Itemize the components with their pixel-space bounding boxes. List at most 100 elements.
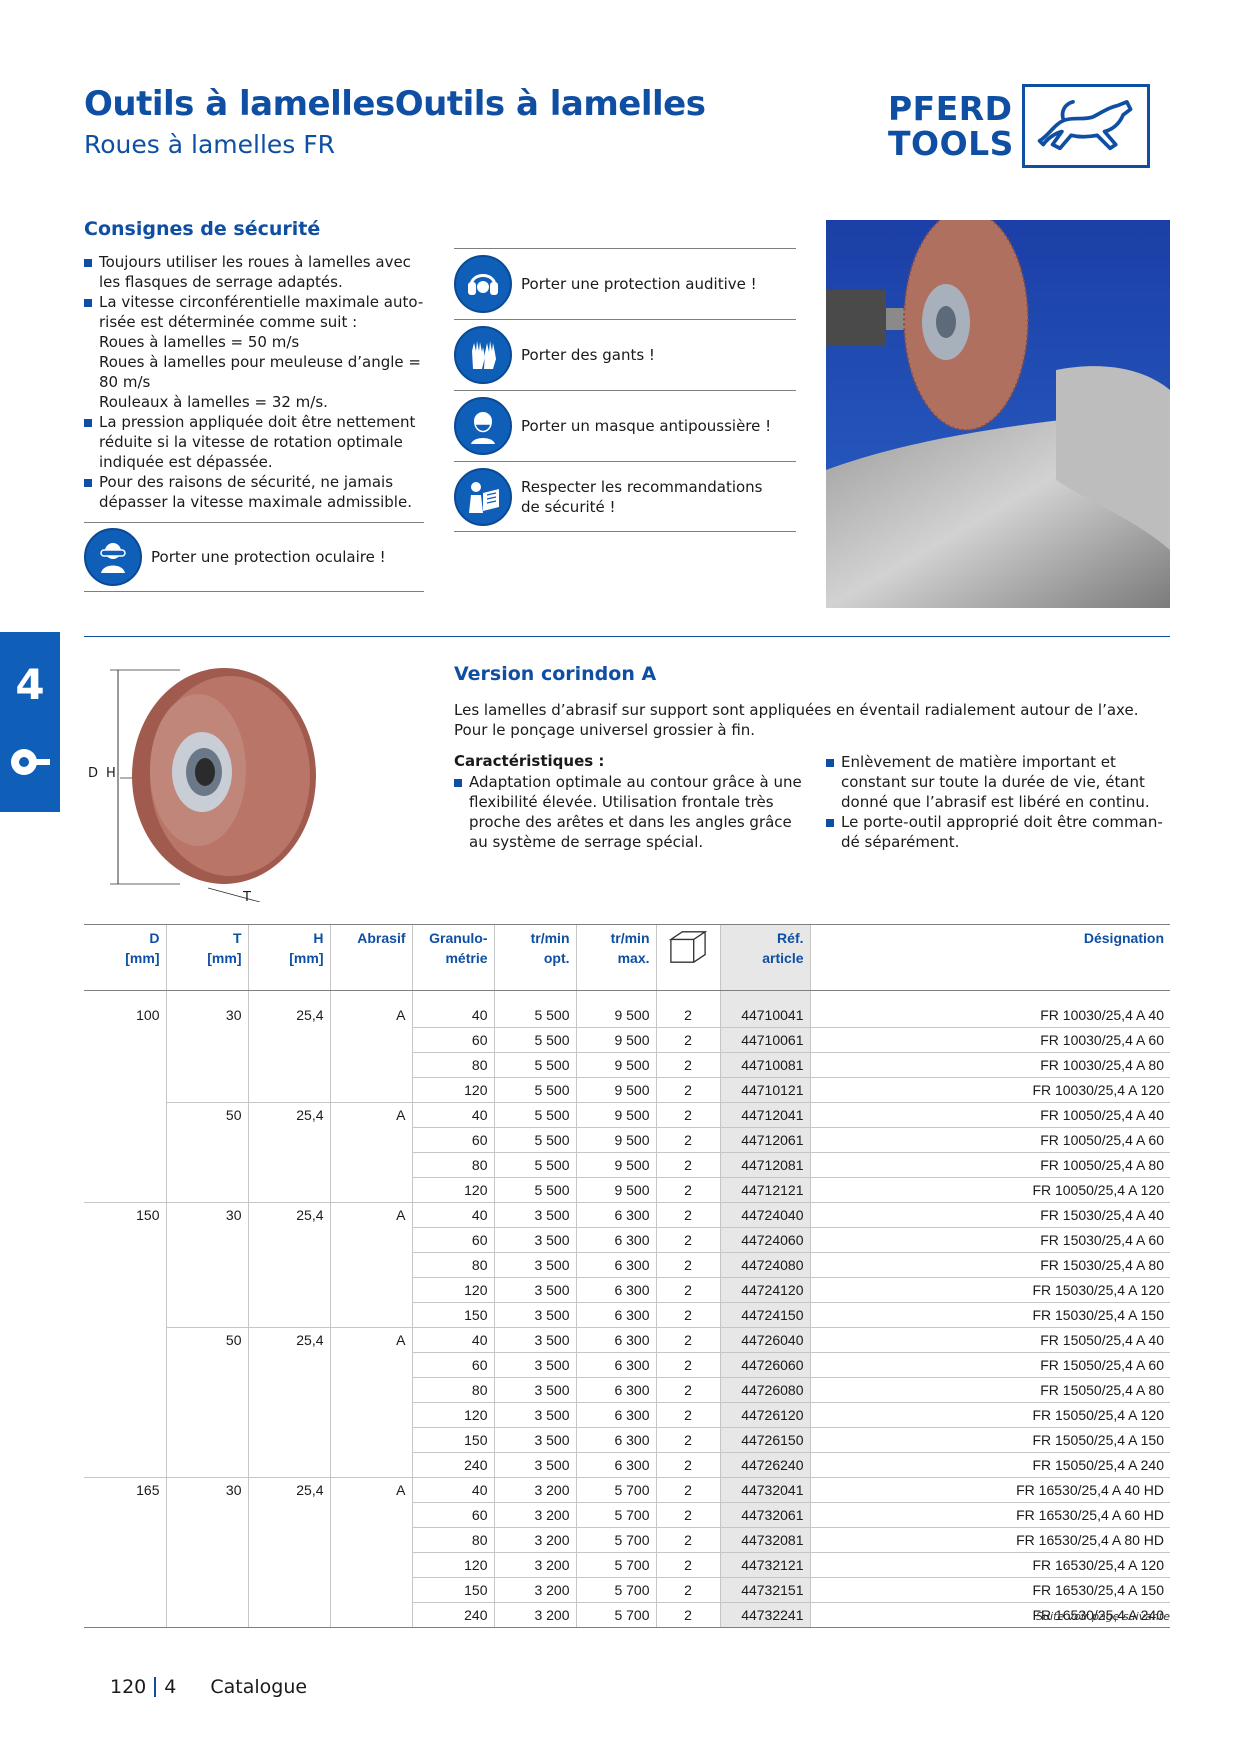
table-cell <box>165 1077 248 1103</box>
table-cell: 44732041 <box>719 1477 810 1503</box>
table-cell: 3 500 <box>493 1452 576 1478</box>
table-cell: 44724150 <box>719 1302 810 1328</box>
table-cell: 5 500 <box>493 1102 576 1128</box>
table-cell: 44732151 <box>719 1577 810 1603</box>
table-cell: 44726060 <box>719 1352 810 1378</box>
table-cell: FR 15050/25,4 A 60 <box>809 1352 1170 1378</box>
spacer-cell <box>719 990 810 1003</box>
table-cell <box>247 1502 330 1528</box>
horse-logo-icon <box>1021 84 1150 168</box>
table-cell: 6 300 <box>575 1227 656 1253</box>
table-cell <box>165 1302 248 1328</box>
table-cell: FR 16530/25,4 A 150 <box>809 1577 1170 1603</box>
table-cell: 40 <box>411 1002 494 1028</box>
safety-item-manual: Respecter les recommandations de sécurit… <box>454 461 796 532</box>
table-cell: A <box>329 1202 412 1228</box>
table-cell: 9 500 <box>575 1177 656 1203</box>
safety-item-ear: Porter une protection auditive ! <box>454 248 796 319</box>
table-cell: 150 <box>411 1302 494 1328</box>
table-cell: 5 700 <box>575 1477 656 1503</box>
table-cell <box>84 1377 166 1402</box>
ear-protection-icon <box>454 255 512 313</box>
table-cell: 44710121 <box>719 1077 810 1103</box>
table-cell: 40 <box>411 1477 494 1503</box>
footer-chapter: 4 <box>164 1676 177 1698</box>
table-cell: 44724120 <box>719 1277 810 1303</box>
safety-heading: Consignes de sécurité <box>84 218 321 240</box>
table-cell: 3 500 <box>493 1352 576 1378</box>
table-cell: FR 16530/25,4 A 60 HD <box>809 1502 1170 1528</box>
table-cell: FR 15050/25,4 A 80 <box>809 1377 1170 1403</box>
table-cell: 44712061 <box>719 1127 810 1153</box>
spacer-cell <box>165 990 248 1003</box>
table-cell: 44724080 <box>719 1252 810 1278</box>
table-cell: 3 500 <box>493 1227 576 1253</box>
table-cell: 25,4 <box>247 1202 330 1228</box>
table-cell: 44710061 <box>719 1027 810 1053</box>
table-cell <box>247 1077 330 1103</box>
table-cell <box>329 1302 412 1328</box>
table-cell <box>84 1052 166 1077</box>
table-cell: 5 700 <box>575 1552 656 1578</box>
table-cell <box>247 1302 330 1328</box>
spacer-cell <box>411 990 494 1003</box>
column-header: D[mm] <box>84 924 166 991</box>
table-cell <box>84 1227 166 1252</box>
table-cell: FR 16530/25,4 A 80 HD <box>809 1527 1170 1553</box>
table-cell <box>165 1227 248 1253</box>
table-cell <box>165 1052 248 1078</box>
table-cell: 44726120 <box>719 1402 810 1428</box>
table-cell: 80 <box>411 1252 494 1278</box>
table-cell: 3 500 <box>493 1427 576 1453</box>
continued-note: Suite voir page suivante <box>1036 1610 1170 1623</box>
column-header-line-1: Désignation <box>1083 930 1164 946</box>
table-cell <box>84 1027 166 1052</box>
table-cell <box>247 1377 330 1403</box>
table-cell <box>247 1402 330 1428</box>
table-cell: 44726080 <box>719 1377 810 1403</box>
safety-text: Porter des gants ! <box>521 346 655 364</box>
table-cell: 6 300 <box>575 1277 656 1303</box>
chapter-tab[interactable] <box>0 632 60 812</box>
table-cell <box>247 1177 330 1203</box>
table-cell: 9 500 <box>575 1152 656 1178</box>
spacer-cell <box>493 990 576 1003</box>
version-intro: Les lamelles d’abrasif sur support sont … <box>454 701 1139 739</box>
table-cell: 100 <box>136 1006 160 1023</box>
table-cell <box>84 1502 166 1527</box>
table-cell <box>84 1252 166 1277</box>
table-cell: 5 500 <box>493 1052 576 1078</box>
table-cell <box>329 1527 412 1553</box>
table-cell: FR 15050/25,4 A 40 <box>809 1327 1170 1353</box>
table-cell <box>84 1102 166 1127</box>
table-cell: 2 <box>655 1552 720 1578</box>
table-cell: FR 15030/25,4 A 150 <box>809 1302 1170 1328</box>
table-cell: 30 <box>165 1202 248 1228</box>
page-number: 120 <box>110 1676 147 1698</box>
table-cell <box>329 1502 412 1528</box>
table-cell: FR 16530/25,4 A 240 <box>809 1602 1170 1628</box>
spacer-cell <box>809 990 1170 1003</box>
table-cell: 2 <box>655 1452 720 1478</box>
speed-line: Roues à lamelles pour meuleuse d’angle =… <box>99 353 421 391</box>
table-cell <box>329 1077 412 1103</box>
page-title: Outils à lamellesOutils à lamelles <box>84 84 706 124</box>
table-cell: FR 16530/25,4 A 40 HD <box>809 1477 1170 1503</box>
table-cell <box>165 1527 248 1553</box>
table-cell: 9 500 <box>575 1027 656 1053</box>
table-cell: 3 500 <box>493 1277 576 1303</box>
table-cell <box>84 1402 166 1427</box>
speed-line: Roues à lamelles = 50 m/s <box>99 333 300 351</box>
table-cell: 44710081 <box>719 1052 810 1078</box>
characteristics-heading: Caractéristiques : <box>454 752 605 770</box>
